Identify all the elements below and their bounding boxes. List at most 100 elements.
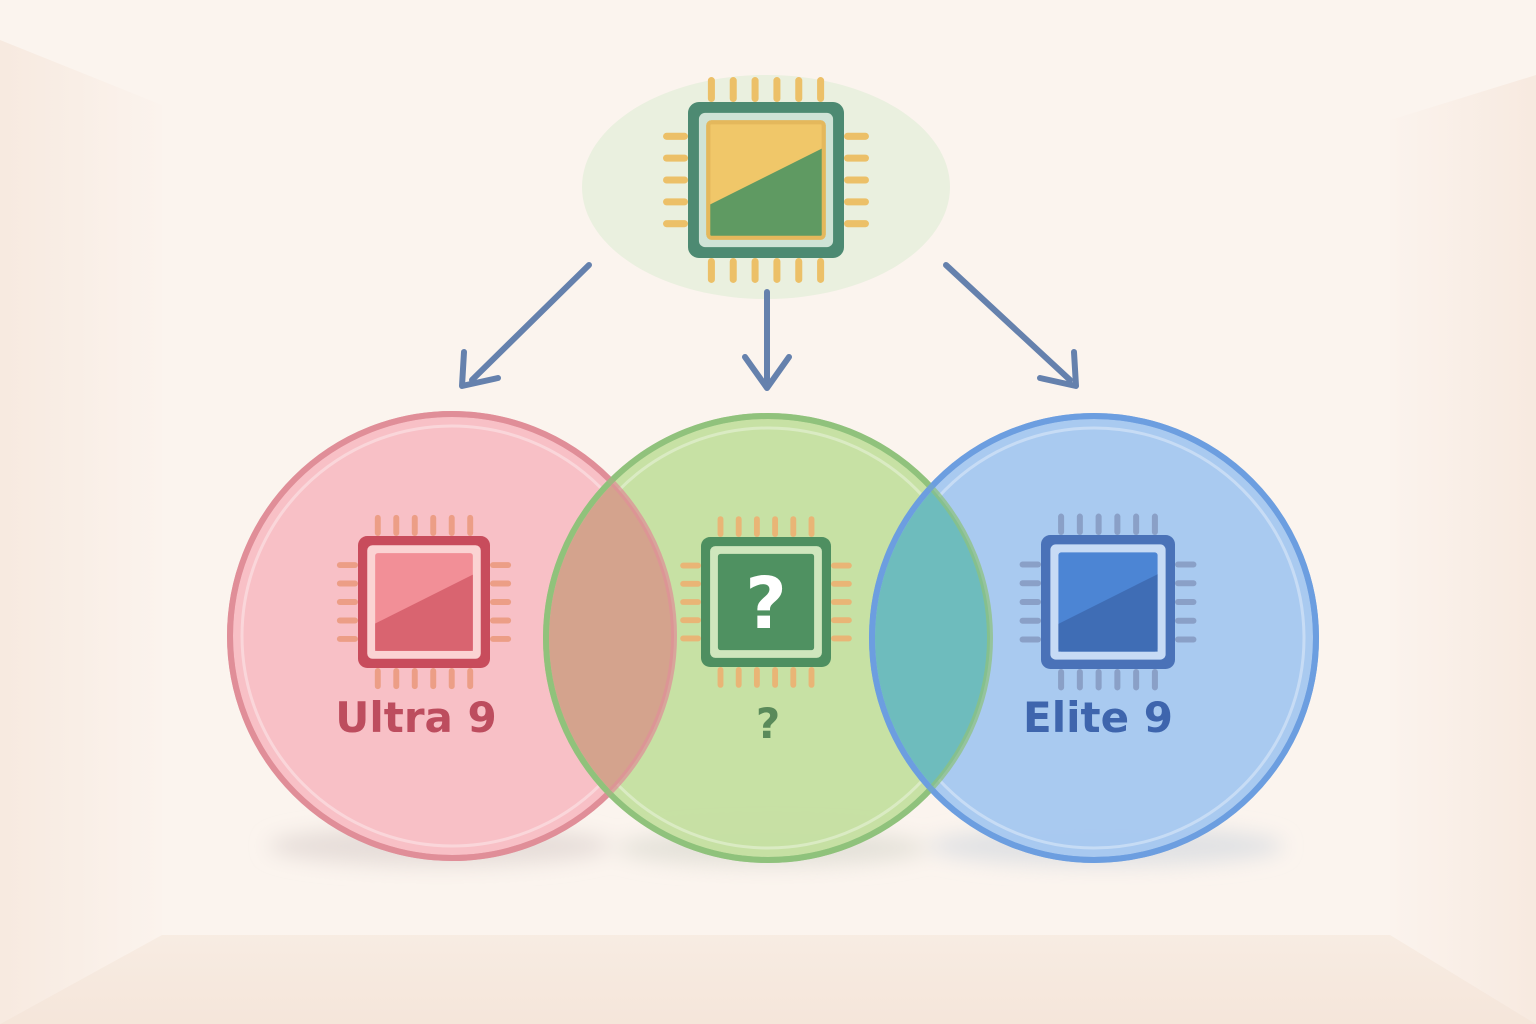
chip-pin <box>1151 513 1158 535</box>
chip-pin <box>831 562 852 569</box>
chip-pin <box>1019 598 1041 606</box>
chip-pin <box>772 516 779 537</box>
chip-pin <box>1076 513 1083 535</box>
chip-pin <box>772 667 779 688</box>
chip-pin <box>844 176 869 184</box>
chip-pin <box>735 516 742 537</box>
chip-pin <box>773 258 781 283</box>
chip-pin <box>448 514 455 536</box>
floor <box>0 935 1536 1024</box>
chip-pin <box>374 514 381 536</box>
cpu-chip-question-icon: ? <box>680 516 852 688</box>
chip-pin <box>795 258 803 283</box>
chip-pin <box>729 258 737 283</box>
chip-die <box>717 553 815 651</box>
chip-pin <box>411 668 418 690</box>
chip-pin <box>817 258 825 283</box>
chip-pin <box>831 580 852 587</box>
cpu-chip-icon <box>1019 513 1197 691</box>
chip-pin <box>844 132 869 140</box>
chip-pin <box>753 667 760 688</box>
chip-pin <box>729 77 737 102</box>
chip-pin <box>1133 669 1140 691</box>
chip-pin <box>773 77 781 102</box>
chip-pin <box>1019 617 1041 624</box>
chip-pin <box>336 617 358 624</box>
chip-pin <box>374 668 381 690</box>
left-wall <box>0 40 162 1024</box>
cpu-chip-icon <box>336 514 512 690</box>
chip-pin <box>1175 561 1197 568</box>
chip-pin <box>467 668 474 690</box>
chip-pin <box>751 77 759 102</box>
room-background <box>0 40 1536 1024</box>
chip-pin <box>790 516 797 537</box>
chip-pin <box>717 516 724 537</box>
chip-pin <box>707 258 715 283</box>
chip-pin <box>1019 561 1041 568</box>
chip-die-shade <box>375 574 473 651</box>
chip-pin <box>1175 580 1197 587</box>
chip-pin <box>808 516 815 537</box>
chip-pin <box>663 220 688 228</box>
chip-pin <box>490 562 512 569</box>
chip-pin <box>680 617 701 624</box>
chip-pin <box>1114 669 1121 691</box>
chip-pin <box>336 580 358 587</box>
chip-pin <box>490 617 512 624</box>
chip-pin <box>430 668 437 690</box>
chip-pin <box>680 580 701 587</box>
chip-pin <box>1019 636 1041 643</box>
chip-pin <box>1114 513 1121 535</box>
chip-pin <box>1076 669 1083 691</box>
source-node <box>582 75 950 299</box>
chip-pin <box>680 599 701 605</box>
variant-label-elite: Elite 9 <box>1023 693 1173 742</box>
chip-pin <box>1133 513 1140 535</box>
chip-pin <box>1175 598 1197 606</box>
chip-pin <box>336 599 358 605</box>
arrow-to-ultra <box>459 262 592 389</box>
chip-pin <box>430 514 437 536</box>
chip-pin <box>680 562 701 569</box>
chip-pin <box>411 514 418 536</box>
chip-pin <box>831 635 852 642</box>
variant-label-unknown: ? <box>756 699 780 748</box>
chip-pin <box>1058 669 1065 691</box>
chip-pin <box>336 562 358 569</box>
chip-pin <box>467 514 474 536</box>
chip-pin <box>717 667 724 688</box>
chip-pin <box>336 635 358 642</box>
chip-pin <box>808 667 815 688</box>
chip-pin <box>795 77 803 102</box>
chip-pin <box>753 516 760 537</box>
variant-label-ultra: Ultra 9 <box>335 693 496 742</box>
chip-pin <box>663 132 688 140</box>
chip-pin <box>735 667 742 688</box>
chip-question-glyph: ? <box>745 562 786 645</box>
chip-pin <box>490 599 512 605</box>
chip-pin <box>663 176 688 184</box>
chip-pin <box>490 580 512 587</box>
chip-die-shade <box>708 147 824 238</box>
chip-pin <box>817 77 825 102</box>
chip-pin <box>1095 513 1102 535</box>
chip-pin <box>844 220 869 228</box>
chip-pin <box>490 635 512 642</box>
chip-pin <box>680 635 701 642</box>
chip-pin <box>393 514 400 536</box>
chip-pin <box>844 198 869 206</box>
chip-pin <box>663 154 688 162</box>
chip-pin <box>1175 636 1197 643</box>
arrows <box>459 262 1079 391</box>
chip-pin <box>1019 580 1041 587</box>
chip-pin <box>790 667 797 688</box>
chip-pin <box>1175 617 1197 624</box>
arrow-to-unknown <box>742 289 792 391</box>
chip-pin <box>663 198 688 206</box>
chip-pin <box>393 668 400 690</box>
chip-pin <box>751 258 759 283</box>
chip-pin <box>844 154 869 162</box>
chip-pin <box>1058 513 1065 535</box>
